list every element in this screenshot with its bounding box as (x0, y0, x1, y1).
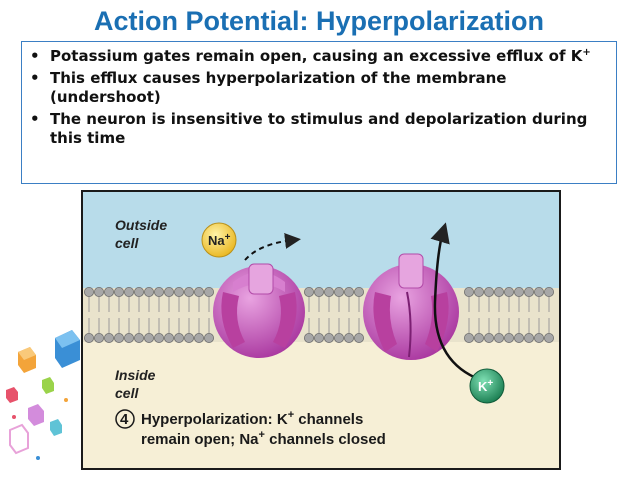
bullet-text: The neuron is insensitive to stimulus an… (50, 110, 588, 147)
bullet-item: • The neuron is insensitive to stimulus … (30, 110, 608, 148)
inside-cell-label: cell (115, 385, 139, 401)
caption-line-1: Hyperpolarization: K+ channels (141, 409, 363, 428)
membrane-illustration: Na+ K+ Outside cell Inside cell 4 Hyperp… (83, 192, 559, 468)
decorative-cubes (6, 330, 80, 460)
caption-line-2: remain open; Na+ channels closed (141, 429, 386, 448)
bullet-item: • Potassium gates remain open, causing a… (30, 47, 608, 66)
inside-cell-label: Inside (115, 367, 156, 383)
bullet-text: Potassium gates remain open, causing an … (50, 47, 608, 66)
sodium-ion: Na+ (201, 222, 237, 258)
lipid-bilayer (83, 287, 559, 343)
outside-region (83, 192, 559, 288)
bullet-text: This efflux causes hyperpolarization of … (50, 69, 507, 106)
bullet-box: • Potassium gates remain open, causing a… (21, 41, 617, 184)
bullet-dot: • (30, 110, 40, 128)
slide-title: Action Potential: Hyperpolarization (93, 6, 545, 36)
bullet-text-main: Potassium gates remain open, causing an … (50, 47, 583, 65)
potassium-ion: K+ (469, 368, 505, 404)
step-number-circle (115, 409, 135, 429)
bullet-superscript: + (582, 47, 591, 58)
step-number: 4 (120, 411, 129, 428)
membrane-figure: Na+ K+ Outside cell Inside cell 4 Hyperp… (81, 190, 561, 470)
sodium-channel (213, 263, 305, 358)
inside-region (83, 342, 559, 468)
outside-cell-label: Outside (115, 217, 167, 233)
outside-cell-label: cell (115, 235, 139, 251)
sodium-blocked-arrow (244, 232, 301, 261)
svg-text:Na+: Na+ (208, 232, 231, 248)
bullet-dot: • (30, 47, 40, 65)
potassium-efflux-arrow (430, 222, 482, 382)
bullet-dot: • (30, 69, 40, 87)
figure-caption: 4 Hyperpolarization: K+ channels remain … (115, 409, 386, 448)
bullet-item: • This efflux causes hyperpolarization o… (30, 69, 608, 107)
svg-text:K+: K+ (478, 378, 493, 394)
